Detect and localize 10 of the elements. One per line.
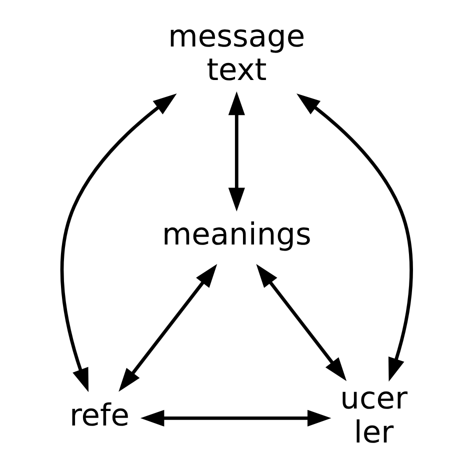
node-text: ucer ler — [340, 382, 407, 451]
node-text: message text — [168, 19, 305, 88]
node-text: meanings — [161, 217, 311, 252]
arrow — [118, 264, 217, 392]
arrow — [256, 264, 346, 382]
arrow — [60, 93, 176, 392]
node-text: refe — [68, 398, 130, 434]
arrow — [140, 410, 331, 426]
arrow — [296, 93, 412, 382]
arrow — [228, 91, 244, 212]
